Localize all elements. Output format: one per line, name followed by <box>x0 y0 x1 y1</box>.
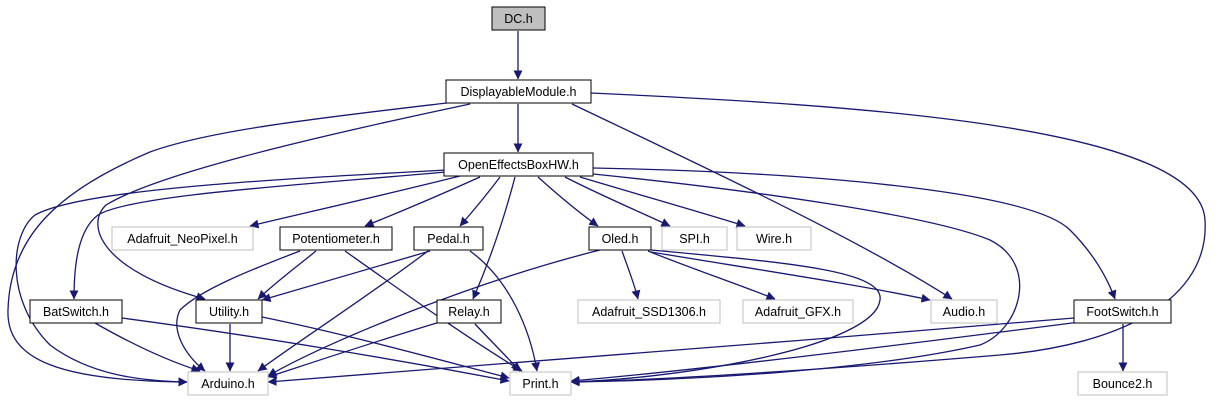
edge-oebhw-to-print <box>570 173 1021 387</box>
node-batswitch[interactable]: BatSwitch.h <box>29 299 123 324</box>
node-dc[interactable]: DC.h <box>491 6 546 31</box>
edge-utility-to-print <box>261 316 510 381</box>
edge-oled-to-ssd1306 <box>621 250 641 300</box>
node-label: OpenEffectsBoxHW.h <box>458 158 579 172</box>
node-box <box>1077 371 1168 396</box>
edge-pedal-to-utility <box>261 250 431 303</box>
edge-displayable-to-audio <box>571 103 953 300</box>
node-relay[interactable]: Relay.h <box>436 299 502 324</box>
node-utility[interactable]: Utility.h <box>195 299 263 324</box>
node-box <box>930 299 998 324</box>
node-label: Bounce2.h <box>1093 377 1153 391</box>
node-label: Wire.h <box>756 232 792 246</box>
nodes: DC.hDisplayableModule.hOpenEffectsBoxHW.… <box>29 6 1172 396</box>
node-box <box>445 79 592 104</box>
node-ssd1306: Adafruit_SSD1306.h <box>577 299 721 324</box>
node-arduino: Arduino.h <box>187 371 269 396</box>
node-box <box>509 371 572 396</box>
node-label: Pedal.h <box>427 232 469 246</box>
node-box <box>1073 299 1172 324</box>
edge-relay-to-arduino <box>267 321 441 379</box>
edge-oled-to-gfx <box>647 250 776 301</box>
node-box <box>491 6 546 31</box>
edge-oebhw-to-batswitch <box>69 171 447 300</box>
node-oled[interactable]: Oled.h <box>588 226 652 251</box>
node-print: Print.h <box>509 371 572 396</box>
node-bounce2: Bounce2.h <box>1077 371 1168 396</box>
edge-oebhw-to-pedal <box>459 176 501 227</box>
node-potentiometer[interactable]: Potentiometer.h <box>279 226 393 251</box>
edge-oebhw-to-spi <box>564 176 671 227</box>
node-label: Adafruit_NeoPixel.h <box>127 232 238 246</box>
edge-potentiometer-to-print <box>344 250 523 372</box>
node-pedal[interactable]: Pedal.h <box>413 226 484 251</box>
edge-oebhw-to-oled <box>537 176 599 227</box>
node-displayable[interactable]: DisplayableModule.h <box>445 79 592 104</box>
node-box <box>279 226 393 251</box>
node-label: FootSwitch.h <box>1086 305 1158 319</box>
edge-relay-to-print <box>474 323 521 372</box>
edge-batswitch-to-arduino <box>94 322 201 373</box>
node-label: Print.h <box>522 377 558 391</box>
node-label: Adafruit_SSD1306.h <box>592 305 706 319</box>
node-box <box>661 226 728 251</box>
edge-oebhw-to-relay <box>472 176 516 300</box>
node-box <box>413 226 484 251</box>
node-label: Arduino.h <box>201 377 255 391</box>
node-box <box>443 152 594 177</box>
node-box <box>436 299 502 324</box>
node-spi: SPI.h <box>661 226 728 251</box>
edge-oebhw-to-wire <box>579 176 746 228</box>
node-label: Potentiometer.h <box>292 232 380 246</box>
edge-oled-to-arduino <box>267 249 601 377</box>
node-box <box>742 299 854 324</box>
node-box <box>111 226 254 251</box>
edge-pedal-to-print <box>469 250 540 372</box>
edge-oebhw-to-neopixel <box>249 175 461 229</box>
edge-oled-to-print <box>570 249 881 387</box>
node-box <box>577 299 721 324</box>
edge-potentiometer-to-utility <box>257 250 317 300</box>
node-label: DC.h <box>504 12 533 26</box>
node-box <box>736 226 812 251</box>
edge-oebhw-to-footswitch <box>592 167 1117 300</box>
node-gfx: Adafruit_GFX.h <box>742 299 854 324</box>
edge-oled-to-audio <box>650 251 931 303</box>
node-box <box>588 226 652 251</box>
edge-displayable-to-utility <box>97 103 471 302</box>
node-wire: Wire.h <box>736 226 812 251</box>
node-label: Relay.h <box>448 305 490 319</box>
edge-pedal-to-arduino <box>257 250 429 372</box>
node-oebhw[interactable]: OpenEffectsBoxHW.h <box>443 152 594 177</box>
node-box <box>29 299 123 324</box>
edge-oebhw-to-arduino <box>15 169 447 387</box>
edges <box>7 31 1206 387</box>
edge-potentiometer-to-arduino <box>176 250 301 372</box>
node-label: Oled.h <box>602 232 639 246</box>
edge-displayable-to-arduino <box>7 101 456 387</box>
node-label: SPI.h <box>679 232 710 246</box>
node-audio: Audio.h <box>930 299 998 324</box>
edge-batswitch-to-print <box>121 317 510 384</box>
edge-displayable-to-print <box>570 92 1206 387</box>
node-label: Adafruit_GFX.h <box>755 305 841 319</box>
node-footswitch[interactable]: FootSwitch.h <box>1073 299 1172 324</box>
node-label: Utility.h <box>209 305 249 319</box>
edge-oebhw-to-potentiometer <box>364 176 481 228</box>
node-box <box>195 299 263 324</box>
node-label: BatSwitch.h <box>43 305 109 319</box>
node-box <box>187 371 269 396</box>
edge-footswitch-to-print <box>570 321 1081 385</box>
node-neopixel: Adafruit_NeoPixel.h <box>111 226 254 251</box>
node-label: DisplayableModule.h <box>460 85 576 99</box>
node-label: Audio.h <box>943 305 985 319</box>
